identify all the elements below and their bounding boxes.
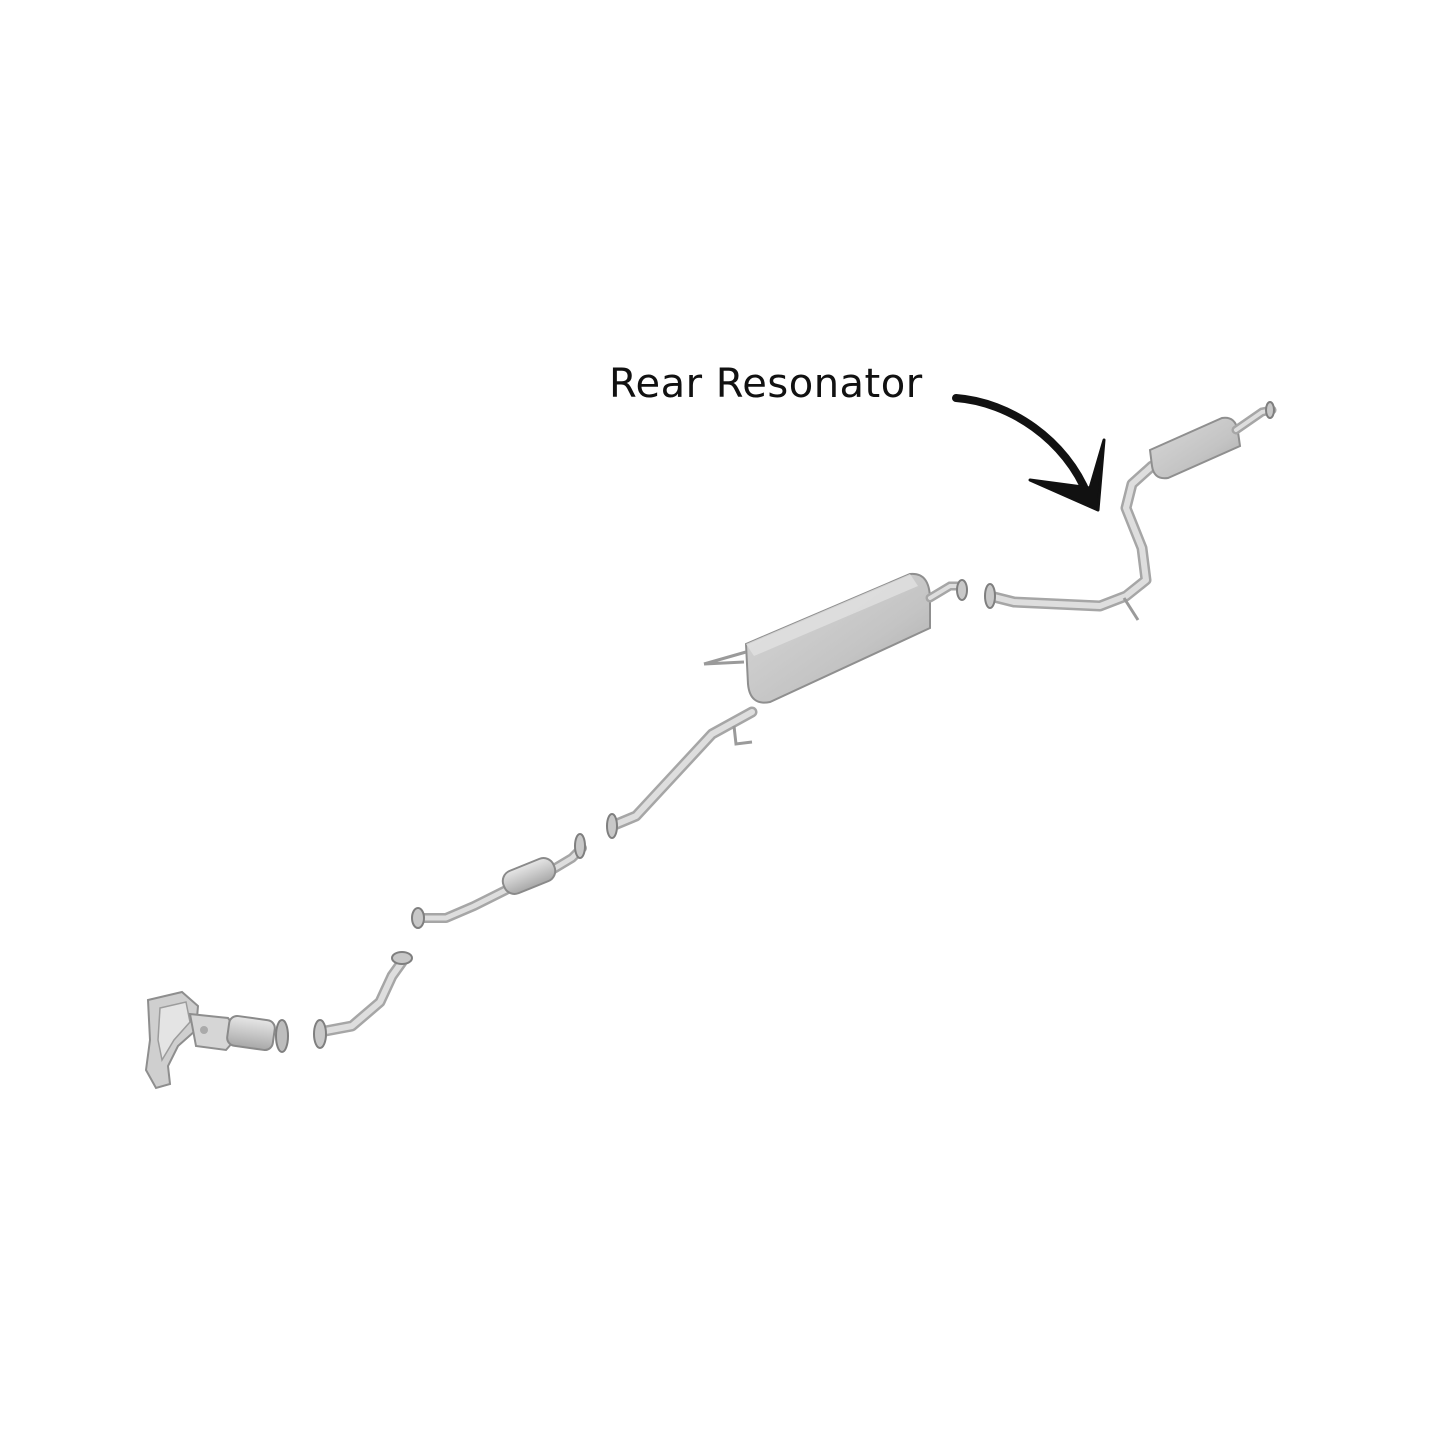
- callout-arrow: [952, 394, 1106, 512]
- front-flex-pipe: [313, 951, 413, 1049]
- rear-resonator: [1148, 401, 1277, 480]
- exhaust-manifold-catalytic-converter: [144, 990, 289, 1090]
- front-catalytic-converter-pipe: [411, 833, 587, 929]
- callout-label: Rear Resonator: [609, 361, 923, 407]
- rear-connecting-pipe: [984, 460, 1158, 621]
- center-muffler: [703, 572, 968, 704]
- intermediate-pipe: [606, 706, 758, 839]
